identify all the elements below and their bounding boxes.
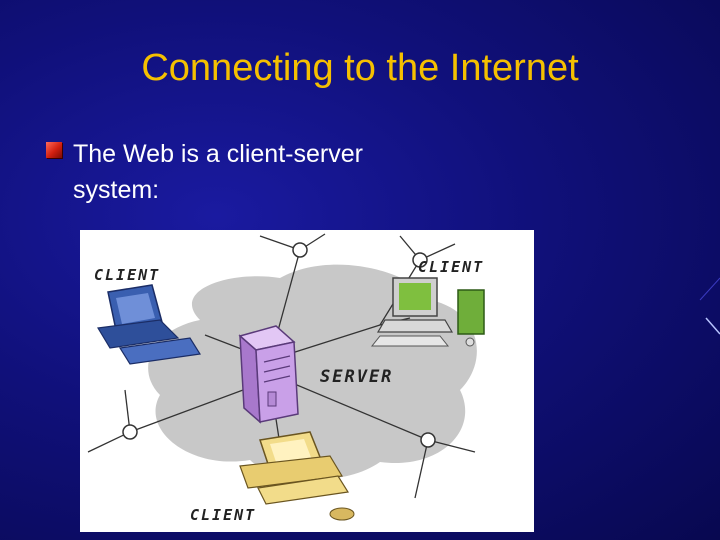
network-nodes [122, 242, 436, 448]
slide-title: Connecting to the Internet [141, 47, 579, 89]
client-computer-icon [370, 277, 485, 347]
client-computer-icon [239, 431, 355, 521]
client-label: CLIENT [94, 266, 160, 284]
client-server-diagram: CLIENT CLIENT SERVER [80, 230, 534, 532]
server-tower-icon [238, 325, 299, 424]
diagram-illustration: CLIENT CLIENT SERVER [87, 233, 485, 524]
bullet-text: The Web is a client-server system: [73, 140, 363, 204]
light-streak [705, 317, 720, 335]
client-label: CLIENT [190, 506, 256, 524]
light-streak [699, 277, 720, 301]
client-computer-icon [97, 284, 201, 365]
server-label: SERVER [320, 367, 393, 387]
bullet-square-icon [46, 142, 62, 158]
client-label: CLIENT [418, 258, 484, 276]
